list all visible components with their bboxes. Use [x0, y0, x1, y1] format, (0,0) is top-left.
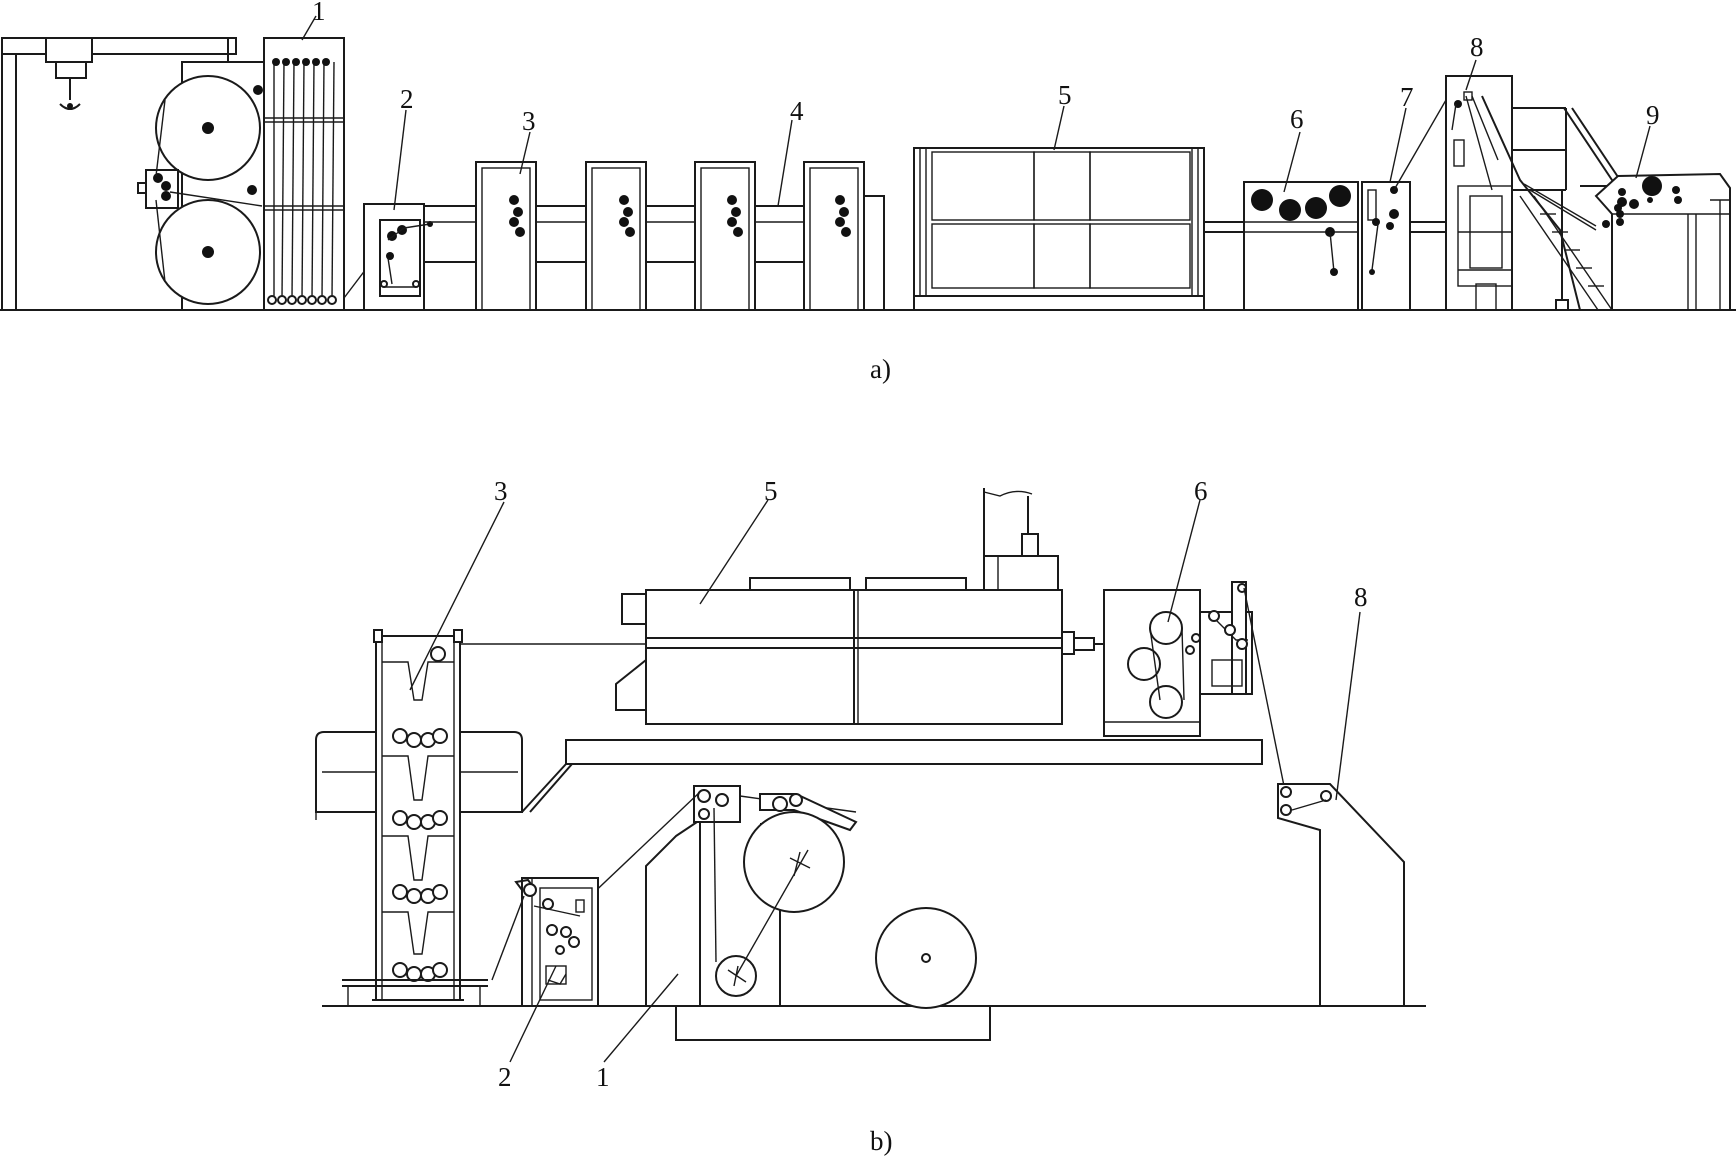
- panel-b: 3 5 6 8 2 1 b): [315, 476, 1426, 1156]
- unit-b-1: [585, 785, 977, 1009]
- unit-b-6-frame: [1199, 581, 1285, 787]
- unit-2: [363, 203, 433, 311]
- box-3-b: [585, 161, 647, 311]
- label-b-2: 2: [498, 1062, 512, 1092]
- label-a-4: 4: [790, 96, 804, 126]
- panel-a: 1 2 3 4 5 6 7 8 9 a): [0, 0, 1736, 384]
- label-a-8: 8: [1470, 32, 1484, 62]
- label-a-2: 2: [400, 84, 414, 114]
- unit-b-2: [491, 877, 599, 1007]
- label-a-3: 3: [522, 106, 536, 136]
- unit-b-6: [1094, 589, 1201, 737]
- creel-threads: [267, 58, 337, 305]
- unit-b-8: [1277, 783, 1405, 1007]
- unit-6: [1243, 181, 1359, 311]
- label-a-1: 1: [312, 0, 326, 26]
- unit-7: [1361, 99, 1447, 311]
- label-b-8: 8: [1354, 582, 1368, 612]
- caption-a: a): [870, 354, 891, 384]
- unit-9-batcher: [1594, 172, 1731, 311]
- label-a-7: 7: [1400, 82, 1414, 112]
- upper-platform: [521, 739, 1263, 813]
- label-a-9: 9: [1646, 100, 1660, 130]
- unit-5-dryer: [913, 147, 1244, 311]
- unit-b-5-dryer: [615, 488, 1095, 725]
- unit-b-3-tower: [315, 629, 910, 1006]
- box-3-a: [475, 161, 537, 311]
- label-b-6: 6: [1194, 476, 1208, 506]
- box-3-c: [694, 161, 756, 311]
- label-b-3: 3: [494, 476, 508, 506]
- unit-8-tower: [1445, 75, 1625, 311]
- unit-1-creel: [1, 37, 345, 311]
- label-a-6: 6: [1290, 104, 1304, 134]
- box-3-d: [803, 161, 865, 311]
- floor-pit: [675, 1005, 991, 1041]
- label-b-5: 5: [764, 476, 778, 506]
- label-b-1: 1: [596, 1062, 610, 1092]
- unit-3-boxes: [475, 161, 865, 311]
- leader-lines-b: [409, 499, 1361, 1063]
- leader-lines-a: [301, 15, 1651, 211]
- label-a-5: 5: [1058, 80, 1072, 110]
- caption-b: b): [870, 1126, 893, 1156]
